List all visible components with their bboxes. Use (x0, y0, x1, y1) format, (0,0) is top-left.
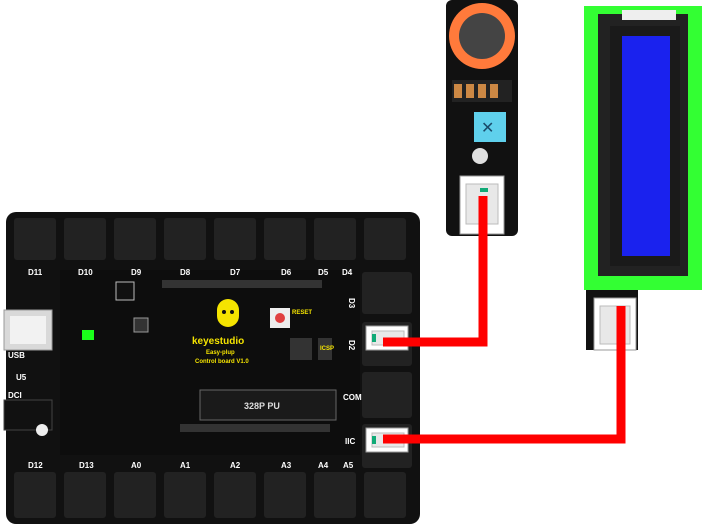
potentiometer-icon: ✕ (481, 118, 494, 137)
port-label-d8: D8 (180, 268, 191, 277)
bottom-port-row (14, 472, 406, 518)
dci-label: DCI (8, 391, 22, 400)
reset-label: RESET (292, 310, 312, 316)
subtitle-1: Easy-plup (206, 350, 235, 356)
port-label-a4: A4 (318, 461, 329, 470)
port-label-d3: D3 (347, 298, 356, 309)
gas-sensor-module: ✕ (446, 0, 518, 236)
port-label-d4: D4 (342, 268, 353, 277)
port-label-d2: D2 (347, 340, 356, 351)
port-label-d6: D6 (281, 268, 292, 277)
top-port-row (14, 218, 406, 260)
chip-label: 328P PU (244, 401, 280, 411)
port-label-d5: D5 (318, 268, 329, 277)
dc-jack (3, 399, 53, 436)
lcd-module (584, 6, 702, 351)
ladybug-icon (217, 299, 239, 327)
u5-label: U5 (16, 373, 27, 382)
brand-text: keyestudio (192, 336, 244, 347)
wire-gas-to-d2 (383, 196, 488, 347)
usb-label: USB (8, 351, 25, 360)
port-label-d9: D9 (131, 268, 142, 277)
wire-lcd-to-iic (383, 306, 626, 444)
icsp-label: ICSP (320, 346, 334, 352)
port-label-com: COM (343, 393, 362, 402)
port-label-iic: IIC (345, 437, 355, 446)
port-label-d12: D12 (28, 461, 43, 470)
atmega-chip: 328P PU (199, 389, 337, 421)
keyestudio-logo: keyestudio Easy-plup Control board V1.0 (192, 299, 249, 365)
right-port-labels: D3 D2 COM IIC (343, 298, 362, 446)
port-label-a5: A5 (343, 461, 354, 470)
usb-port (3, 309, 53, 351)
bottom-port-labels: D12 D13 A0 A1 A2 A3 A4 A5 (28, 461, 354, 470)
port-label-d13: D13 (79, 461, 94, 470)
port-label-a0: A0 (131, 461, 142, 470)
port-label-a3: A3 (281, 461, 292, 470)
subtitle-2: Control board V1.0 (195, 359, 249, 365)
top-port-labels: D11 D10 D9 D8 D7 D6 D5 D4 (28, 268, 353, 277)
port-label-d11: D11 (28, 268, 43, 277)
port-label-a1: A1 (180, 461, 191, 470)
port-label-d7: D7 (230, 268, 241, 277)
board-components (82, 280, 332, 432)
wires (383, 196, 626, 444)
port-label-a2: A2 (230, 461, 241, 470)
port-label-d10: D10 (78, 268, 93, 277)
